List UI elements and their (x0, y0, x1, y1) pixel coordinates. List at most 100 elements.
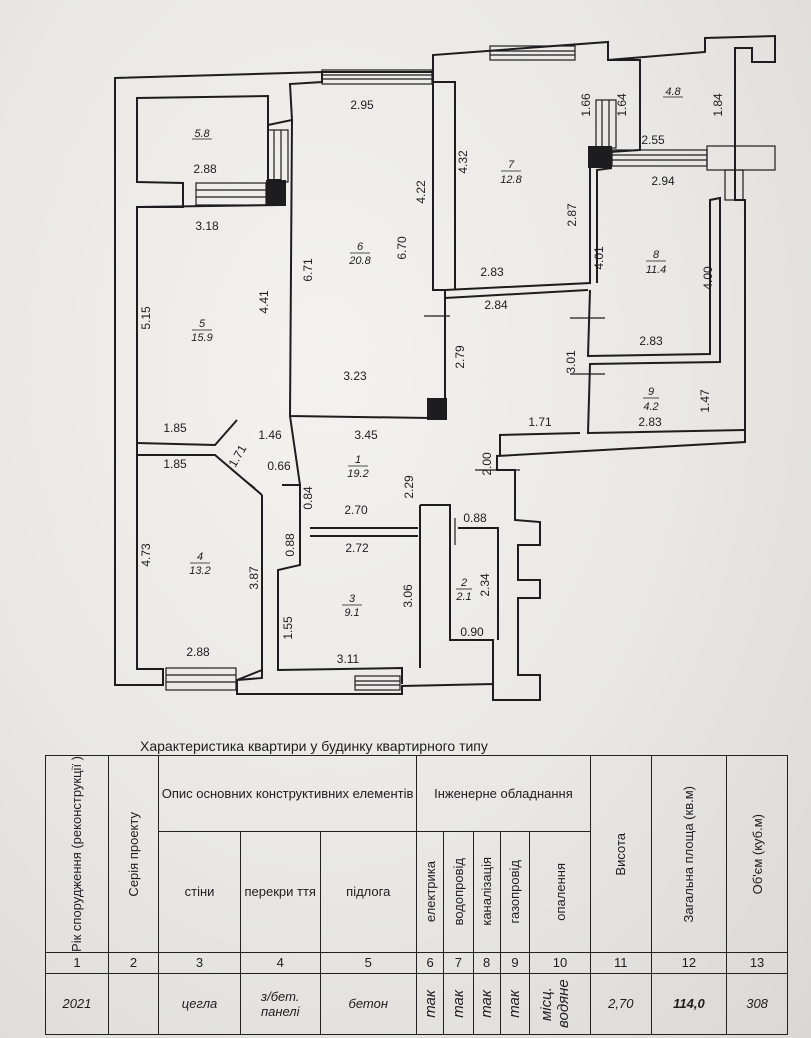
header-volume: Об'єм (куб.м) (726, 755, 788, 953)
col-number: 13 (726, 951, 788, 974)
dimension-label: 2.88 (193, 162, 217, 176)
room-labels: 6 20.8 7 12.8 8 11.4 9 4.2 5 15.9 1 19.2… (189, 86, 683, 619)
spec-table: Рік спорудження (реконструкції ) Серія п… (45, 755, 788, 1035)
col-number: 9 (499, 951, 531, 974)
header-floor: підлога (319, 830, 417, 953)
dimension-label: 2.95 (350, 98, 374, 112)
dimension-label: 1.47 (698, 389, 712, 413)
room-3-number: 3 (349, 593, 356, 605)
col-number: 6 (415, 951, 445, 974)
dimension-label: 2.88 (186, 645, 210, 659)
dimension-label: 3.23 (343, 369, 367, 383)
dimension-label: 6.70 (395, 236, 409, 260)
dimension-label: 2.34 (478, 573, 492, 597)
spec-table-wrap: Рік спорудження (реконструкції ) Серія п… (45, 755, 788, 1035)
dimension-label: 1.84 (711, 93, 725, 117)
value-heating: місц. водяне (529, 972, 591, 1035)
dimension-label: 1.85 (163, 457, 187, 471)
door-marks (231, 315, 605, 545)
room-4-area: 13.2 (189, 565, 210, 577)
header-series: Серія проекту (107, 755, 160, 953)
dimension-label: 1.71 (226, 442, 250, 470)
dimension-label: 3.11 (337, 652, 360, 666)
dimension-label: 4.00 (701, 266, 715, 290)
dimension-label: 3.45 (354, 428, 378, 442)
header-height: Висота (589, 755, 652, 953)
room-6-number: 6 (357, 241, 364, 253)
dimension-label: 2.94 (651, 174, 675, 188)
dimension-label: 2.83 (639, 334, 663, 348)
dimension-label: 1.64 (615, 93, 629, 117)
wall-blocks (266, 146, 612, 420)
header-engineering: Інженерне обладнання (415, 755, 591, 832)
dimension-label: 2.00 (480, 452, 494, 476)
room-1-area: 19.2 (347, 468, 368, 480)
col-number: 8 (472, 951, 501, 974)
dimension-label: 1.85 (163, 421, 187, 435)
dimension-label: 5.15 (139, 306, 153, 330)
value-volume: 308 (726, 972, 788, 1035)
dimension-label: 6.71 (301, 258, 315, 282)
dimension-labels-vertical: 4.22 4.32 1.66 1.64 1.84 6.71 6.70 2.87 … (139, 93, 725, 640)
sheet-title: Характеристика квартири у будинку кварти… (140, 738, 488, 754)
room-6-area: 20.8 (348, 255, 371, 267)
col-number: 5 (319, 951, 417, 974)
room-3-area: 9.1 (344, 607, 359, 619)
header-walls: стіни (158, 830, 241, 953)
dimension-labels: 2.95 2.55 2.94 2.88 3.18 2.83 2.84 3.23 … (163, 98, 675, 666)
windows (165, 45, 776, 691)
value-electric: так (415, 972, 445, 1035)
dimension-label: 0.84 (301, 486, 315, 510)
value-sewer: так (472, 972, 501, 1035)
value-gas: так (499, 972, 531, 1035)
header-water: водопровід (443, 830, 474, 953)
dimension-label: 1.71 (528, 415, 552, 429)
value-height: 2,70 (589, 972, 652, 1035)
room-5-area: 15.9 (191, 332, 212, 344)
header-elements: Опис основних конструктивних елементів (158, 755, 417, 832)
room-2-area: 2.1 (455, 591, 471, 603)
room-9-number: 9 (648, 386, 654, 398)
value-floor: бетон (319, 972, 417, 1035)
dimension-label: 3.01 (564, 350, 578, 374)
header-slab: перекри ття (239, 830, 321, 953)
header-year: Рік спорудження (реконструкції ) (45, 755, 109, 953)
room-8-area: 11.4 (646, 264, 667, 276)
dimension-label: 4.01 (592, 246, 606, 270)
value-year: 2021 (45, 972, 109, 1035)
dimension-label: 2.72 (345, 541, 369, 555)
dimension-label: 3.06 (401, 584, 415, 608)
dimension-label: 0.90 (460, 625, 484, 639)
header-gas: газопровід (499, 830, 531, 953)
dimension-label: 1.55 (281, 616, 295, 640)
dimension-label: 1.66 (579, 93, 593, 117)
room-4-number: 4 (197, 551, 203, 563)
dimension-label: 4.41 (257, 290, 271, 314)
col-number: 3 (158, 951, 241, 974)
dimension-label: 4.32 (456, 150, 470, 174)
room-2-number: 2 (460, 577, 467, 589)
dimension-label: 0.88 (283, 533, 297, 557)
col-number: 1 (45, 951, 109, 974)
header-heating: опалення (529, 830, 591, 953)
col-number: 7 (443, 951, 474, 974)
dimension-label: 2.55 (641, 133, 665, 147)
header-total-area: Загальна площа (кв.м) (650, 755, 728, 953)
header-electric: електрика (415, 830, 445, 953)
value-series (107, 972, 160, 1035)
wall-outlines (114, 34, 776, 701)
col-number: 2 (107, 951, 160, 974)
dimension-label: 3.87 (247, 566, 261, 590)
value-slab: з/бет. панелі (239, 972, 321, 1035)
header-sewer: каналізація (472, 830, 501, 953)
col-number: 12 (650, 951, 728, 974)
room-5-number: 5 (199, 318, 206, 330)
dimension-label: 1.46 (258, 428, 282, 442)
value-total-area: 114,0 (650, 972, 728, 1035)
value-walls: цегла (158, 972, 241, 1035)
dimension-label: 2.79 (453, 345, 467, 369)
room-1-number: 1 (355, 454, 361, 466)
dimension-label: 2.87 (565, 203, 579, 227)
dimension-label: 2.29 (402, 475, 416, 499)
col-number: 4 (239, 951, 321, 974)
